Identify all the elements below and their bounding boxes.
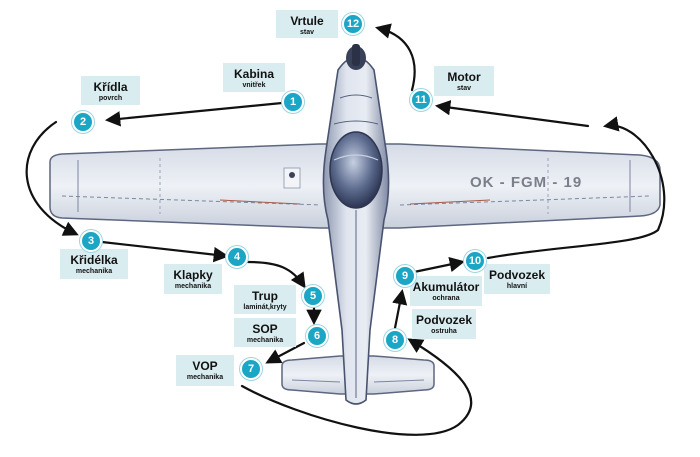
arrow-4-5: [246, 260, 306, 289]
label-title: Podvozek: [488, 268, 545, 282]
step-badge-3: 3: [80, 230, 102, 252]
label-subtitle: povrch: [98, 95, 123, 102]
step-badge-5: 5: [302, 285, 324, 307]
registration-marking: OK - FGM - 19: [470, 174, 583, 191]
label-title: Kabina: [233, 67, 274, 81]
label-subtitle: mechanika: [246, 337, 284, 344]
step-badge-10: 10: [464, 250, 486, 272]
label-subtitle: laminát,kryty: [243, 304, 287, 311]
label-subtitle: ostruha: [431, 328, 457, 335]
label-subtitle: mechanika: [174, 283, 212, 290]
step-badge-4: 4: [226, 246, 248, 268]
label-title: SOP: [252, 322, 278, 336]
label-kabina: Kabina vnitřek: [223, 63, 285, 92]
label-subtitle: hlavní: [506, 283, 528, 290]
step-badge-1: 1: [282, 91, 304, 113]
label-title: Trup: [252, 289, 278, 303]
arrow-9-10: [412, 256, 466, 274]
arrow-8-9: [392, 288, 408, 330]
label-motor: Motor stav: [434, 66, 494, 96]
label-title: Klapky: [173, 268, 213, 282]
label-podvozek-ostruha: Podvozek ostruha: [412, 309, 476, 339]
label-klapky: Klapky mechanika: [164, 264, 222, 294]
arrow-11-link: [434, 99, 590, 128]
step-badge-11: 11: [410, 89, 432, 111]
arrow-3-4: [100, 240, 230, 263]
label-vrtule: Vrtule stav: [276, 10, 338, 38]
label-title: Motor: [447, 70, 481, 84]
label-subtitle: vnitřek: [242, 82, 266, 89]
step-badge-9: 9: [394, 265, 416, 287]
propeller: [352, 44, 360, 66]
label-subtitle: stav: [456, 85, 471, 92]
label-trup: Trup laminát,kryty: [234, 285, 296, 314]
label-title: Podvozek: [415, 313, 472, 327]
label-vop: VOP mechanika: [176, 355, 234, 386]
arrow-6-7: [265, 341, 306, 364]
label-subtitle: mechanika: [186, 374, 224, 381]
canopy: [329, 131, 383, 209]
label-podvozek-hlavni: Podvozek hlavní: [484, 264, 550, 294]
label-subtitle: ochrana: [432, 295, 460, 302]
arrow-11-12: [375, 23, 416, 92]
label-title: Akumulátor: [412, 280, 480, 294]
label-title: Vrtule: [290, 14, 324, 28]
label-kridla: Křídla povrch: [81, 76, 140, 105]
step-badge-8: 8: [384, 329, 406, 351]
label-kridelka: Křidélka mechanika: [60, 249, 128, 279]
label-title: VOP: [192, 359, 218, 373]
label-subtitle: stav: [299, 29, 314, 36]
label-title: Křídla: [93, 80, 128, 94]
step-badge-7: 7: [240, 358, 262, 380]
label-sop: SOP mechanika: [234, 318, 296, 347]
label-title: Křidélka: [70, 253, 118, 267]
arrow-1-2: [104, 101, 284, 127]
arrow-2-3: [25, 120, 79, 236]
step-badge-12: 12: [342, 13, 364, 35]
arrow-7-8: [240, 338, 473, 436]
arrow-10-11: [486, 116, 666, 260]
label-subtitle: mechanika: [75, 268, 113, 275]
label-akumulator: Akumulátor ochrana: [410, 276, 482, 306]
step-badge-6: 6: [306, 325, 328, 347]
step-badge-2: 2: [72, 111, 94, 133]
